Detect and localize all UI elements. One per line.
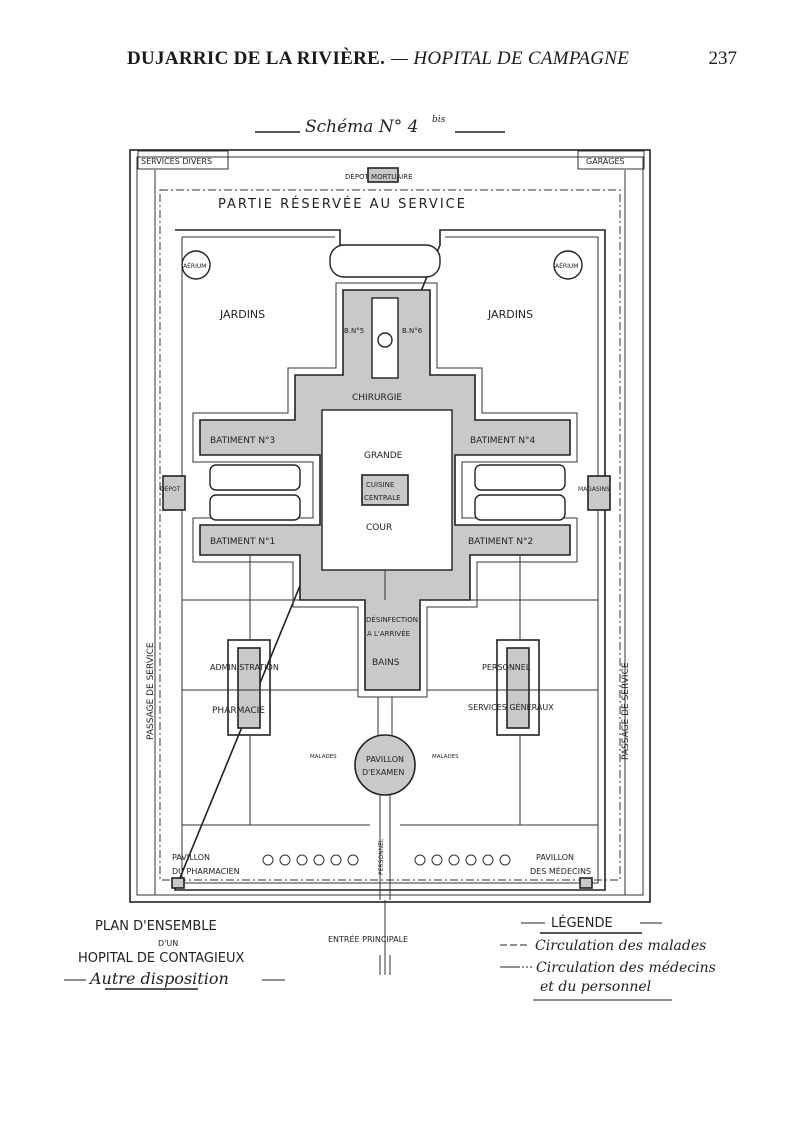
header-title: — HOPITAL DE CAMPAGNE bbox=[391, 48, 630, 69]
cuisine-label: CUISINE bbox=[366, 481, 394, 489]
page-header: DUJARRIC DE LA RIVIÈRE. — HOPITAL DE CAM… bbox=[127, 48, 737, 78]
aerium-right-label: AÉRIUM bbox=[555, 262, 578, 270]
tree-row bbox=[262, 854, 511, 866]
desinfection-label: DÉSINFECTION bbox=[366, 615, 418, 624]
dexamen-label: D'EXAMEN bbox=[362, 768, 404, 777]
cour-label: COUR bbox=[366, 523, 392, 533]
administration-building bbox=[237, 647, 261, 729]
personnel-path-label: PERSONNEL bbox=[378, 838, 385, 875]
personnel-building bbox=[506, 647, 530, 729]
aerium-left-label: AÉRIUM bbox=[183, 262, 206, 270]
legend: LÉGENDE Circulation des malades Circulat… bbox=[500, 915, 716, 1001]
depot-building bbox=[162, 475, 186, 511]
entrance-arrow bbox=[379, 900, 391, 975]
batiment2-label: BATIMENT N°2 bbox=[468, 537, 533, 547]
pavillon-label: PAVILLON bbox=[366, 755, 404, 764]
chirurgie-label: CHIRURGIE bbox=[352, 393, 402, 403]
depot-label: DÉPOT bbox=[160, 485, 181, 493]
a-larrivee-label: A L'ARRIVÉE bbox=[367, 629, 410, 638]
passage-right-label: PASSAGE DE SERVICE bbox=[621, 662, 631, 760]
pavillon-pharmacien-label-2: DU PHARMACIEN bbox=[172, 867, 240, 876]
pavillon-medecins-building bbox=[579, 877, 593, 889]
page-number: 237 bbox=[708, 48, 738, 69]
malades-right-label: MALADES bbox=[432, 754, 459, 760]
personnel-label: PERSONNEL bbox=[482, 663, 531, 672]
plan-caption: PLAN D'ENSEMBLE D'UN HOPITAL DE CONTAGIE… bbox=[64, 919, 285, 990]
depot-mortuaire-label: DÉPOT MORTUAIRE bbox=[345, 172, 413, 181]
schema-title-sup: bis bbox=[432, 115, 446, 125]
services-divers-label: SERVICES DIVERS bbox=[141, 157, 212, 166]
jardins-left-label: JARDINS bbox=[219, 308, 265, 321]
fountain-basin bbox=[329, 244, 441, 278]
garden-enclosures bbox=[173, 229, 606, 891]
bains-label: BAINS bbox=[372, 658, 400, 668]
legend-item-personnel: et du personnel bbox=[540, 979, 651, 995]
caption-line2: D'UN bbox=[158, 939, 178, 948]
pavillon-examen-building bbox=[354, 734, 416, 796]
schema-title-text: Schéma N° 4 bbox=[305, 117, 418, 137]
aerium-right bbox=[553, 250, 583, 280]
depot-mortuaire-building bbox=[367, 167, 399, 183]
malades-left-label: MALADES bbox=[310, 754, 337, 760]
caption-line3: HOPITAL DE CONTAGIEUX bbox=[78, 951, 245, 966]
entree-principale-label: ENTRÉE PRINCIPALE bbox=[328, 933, 408, 944]
services-generaux-label: SERVICES GÉNÉRAUX bbox=[468, 701, 554, 712]
grande-label: GRANDE bbox=[364, 451, 403, 461]
site-boundary bbox=[129, 149, 651, 903]
pavillon-medecins-label-1: PAVILLON bbox=[536, 853, 574, 862]
legend-title: LÉGENDE bbox=[551, 915, 613, 931]
passage-left-label: PASSAGE DE SERVICE bbox=[146, 642, 156, 740]
aerium-left bbox=[181, 250, 211, 280]
bn5-label: B.N°5 bbox=[344, 327, 364, 335]
paths bbox=[182, 555, 598, 900]
bn6-label: B.N°6 bbox=[402, 327, 423, 335]
caption-line1: PLAN D'ENSEMBLE bbox=[95, 919, 217, 934]
legend-item-malades: Circulation des malades bbox=[535, 938, 706, 954]
batiment4-label: BATIMENT N°4 bbox=[470, 436, 536, 446]
pavillon-pharmacien-label-1: PAVILLON bbox=[172, 853, 210, 862]
pavillon-medecins-label-2: DES MÉDECINS bbox=[530, 865, 591, 876]
schema-title: Schéma N° 4 bis bbox=[255, 115, 505, 137]
pavillon-pharmacien-building bbox=[171, 877, 185, 889]
jardins-right-label: JARDINS bbox=[487, 308, 533, 321]
centrale-label: CENTRALE bbox=[364, 494, 401, 502]
batiment1-label: BATIMENT N°1 bbox=[210, 537, 275, 547]
magasins-label: MAGASINS bbox=[578, 486, 610, 493]
magasins-building bbox=[587, 475, 611, 511]
administration-label: ADMINISTRATION bbox=[210, 663, 279, 672]
garages-label: GARAGES bbox=[586, 157, 625, 166]
central-building bbox=[192, 282, 578, 698]
header-author: DUJARRIC DE LA RIVIÈRE. bbox=[127, 48, 386, 69]
legend-item-medecins: Circulation des médecins bbox=[536, 960, 716, 976]
batiment3-label: BATIMENT N°3 bbox=[210, 436, 275, 446]
partie-reservee-label: PARTIE RÉSERVÉE AU SERVICE bbox=[218, 196, 467, 212]
caption-line4: Autre disposition bbox=[88, 969, 229, 988]
pharmacie-label: PHARMACIE bbox=[212, 706, 265, 716]
